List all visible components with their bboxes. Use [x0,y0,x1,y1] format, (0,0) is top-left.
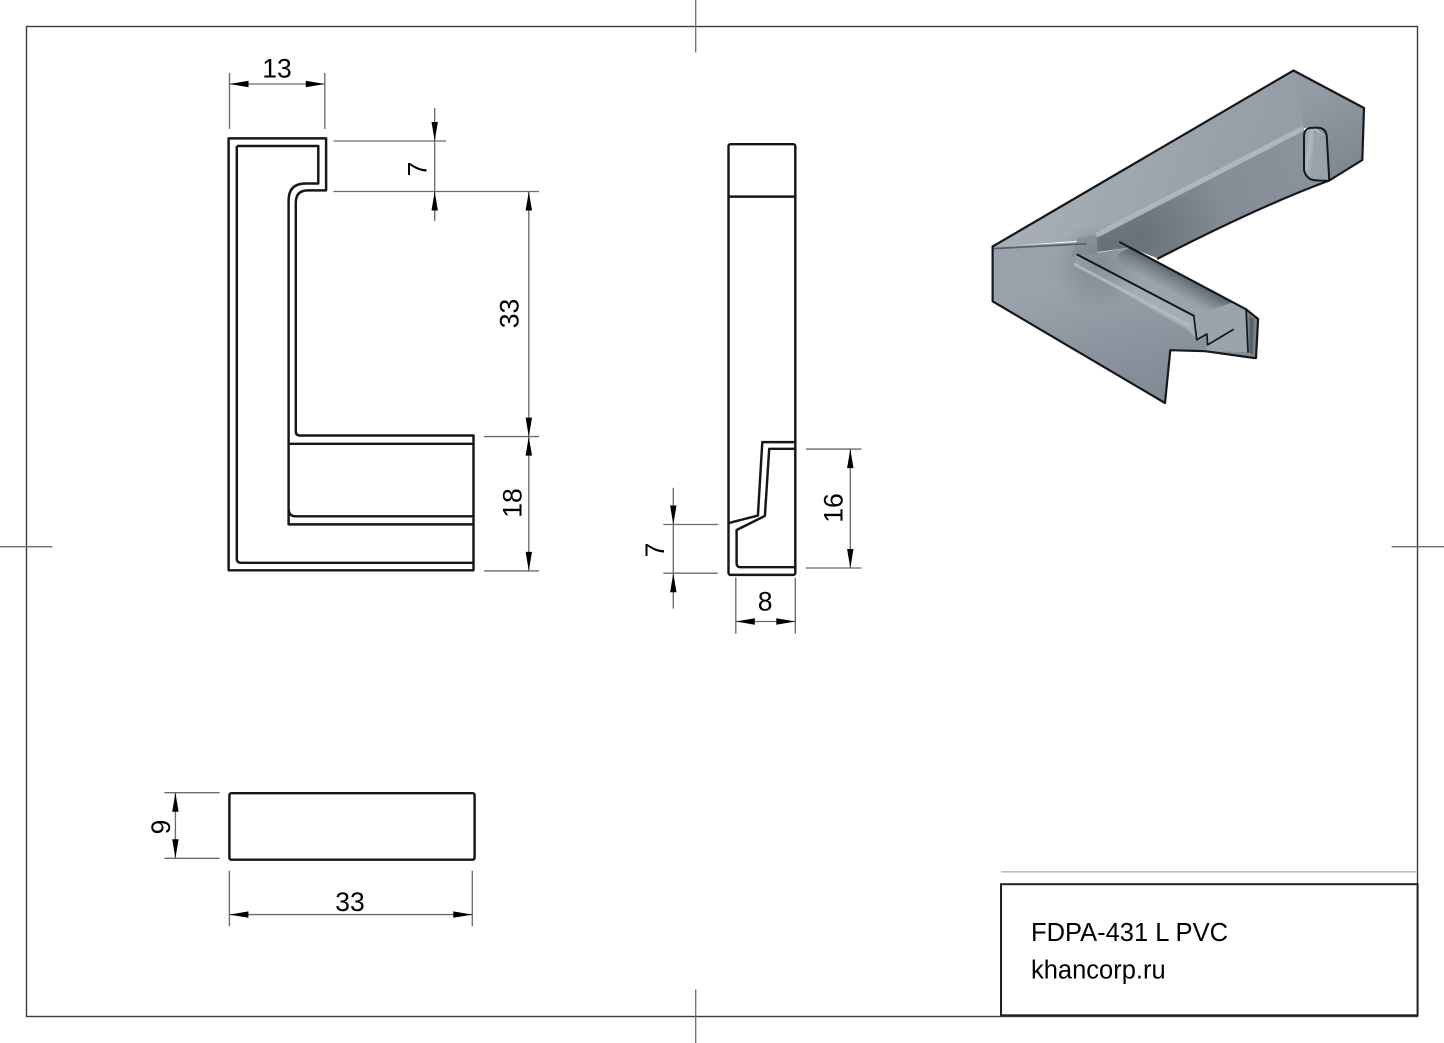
svg-text:8: 8 [758,587,773,617]
svg-text:18: 18 [498,488,528,517]
svg-text:7: 7 [640,543,670,558]
svg-text:khancorp.ru: khancorp.ru [1031,957,1166,985]
svg-text:FDPA-431 L PVC: FDPA-431 L PVC [1031,919,1228,947]
svg-text:33: 33 [335,887,364,917]
svg-text:16: 16 [819,493,849,522]
svg-text:7: 7 [403,162,433,177]
svg-text:33: 33 [495,299,525,328]
svg-text:9: 9 [146,820,176,835]
svg-text:13: 13 [262,54,291,84]
